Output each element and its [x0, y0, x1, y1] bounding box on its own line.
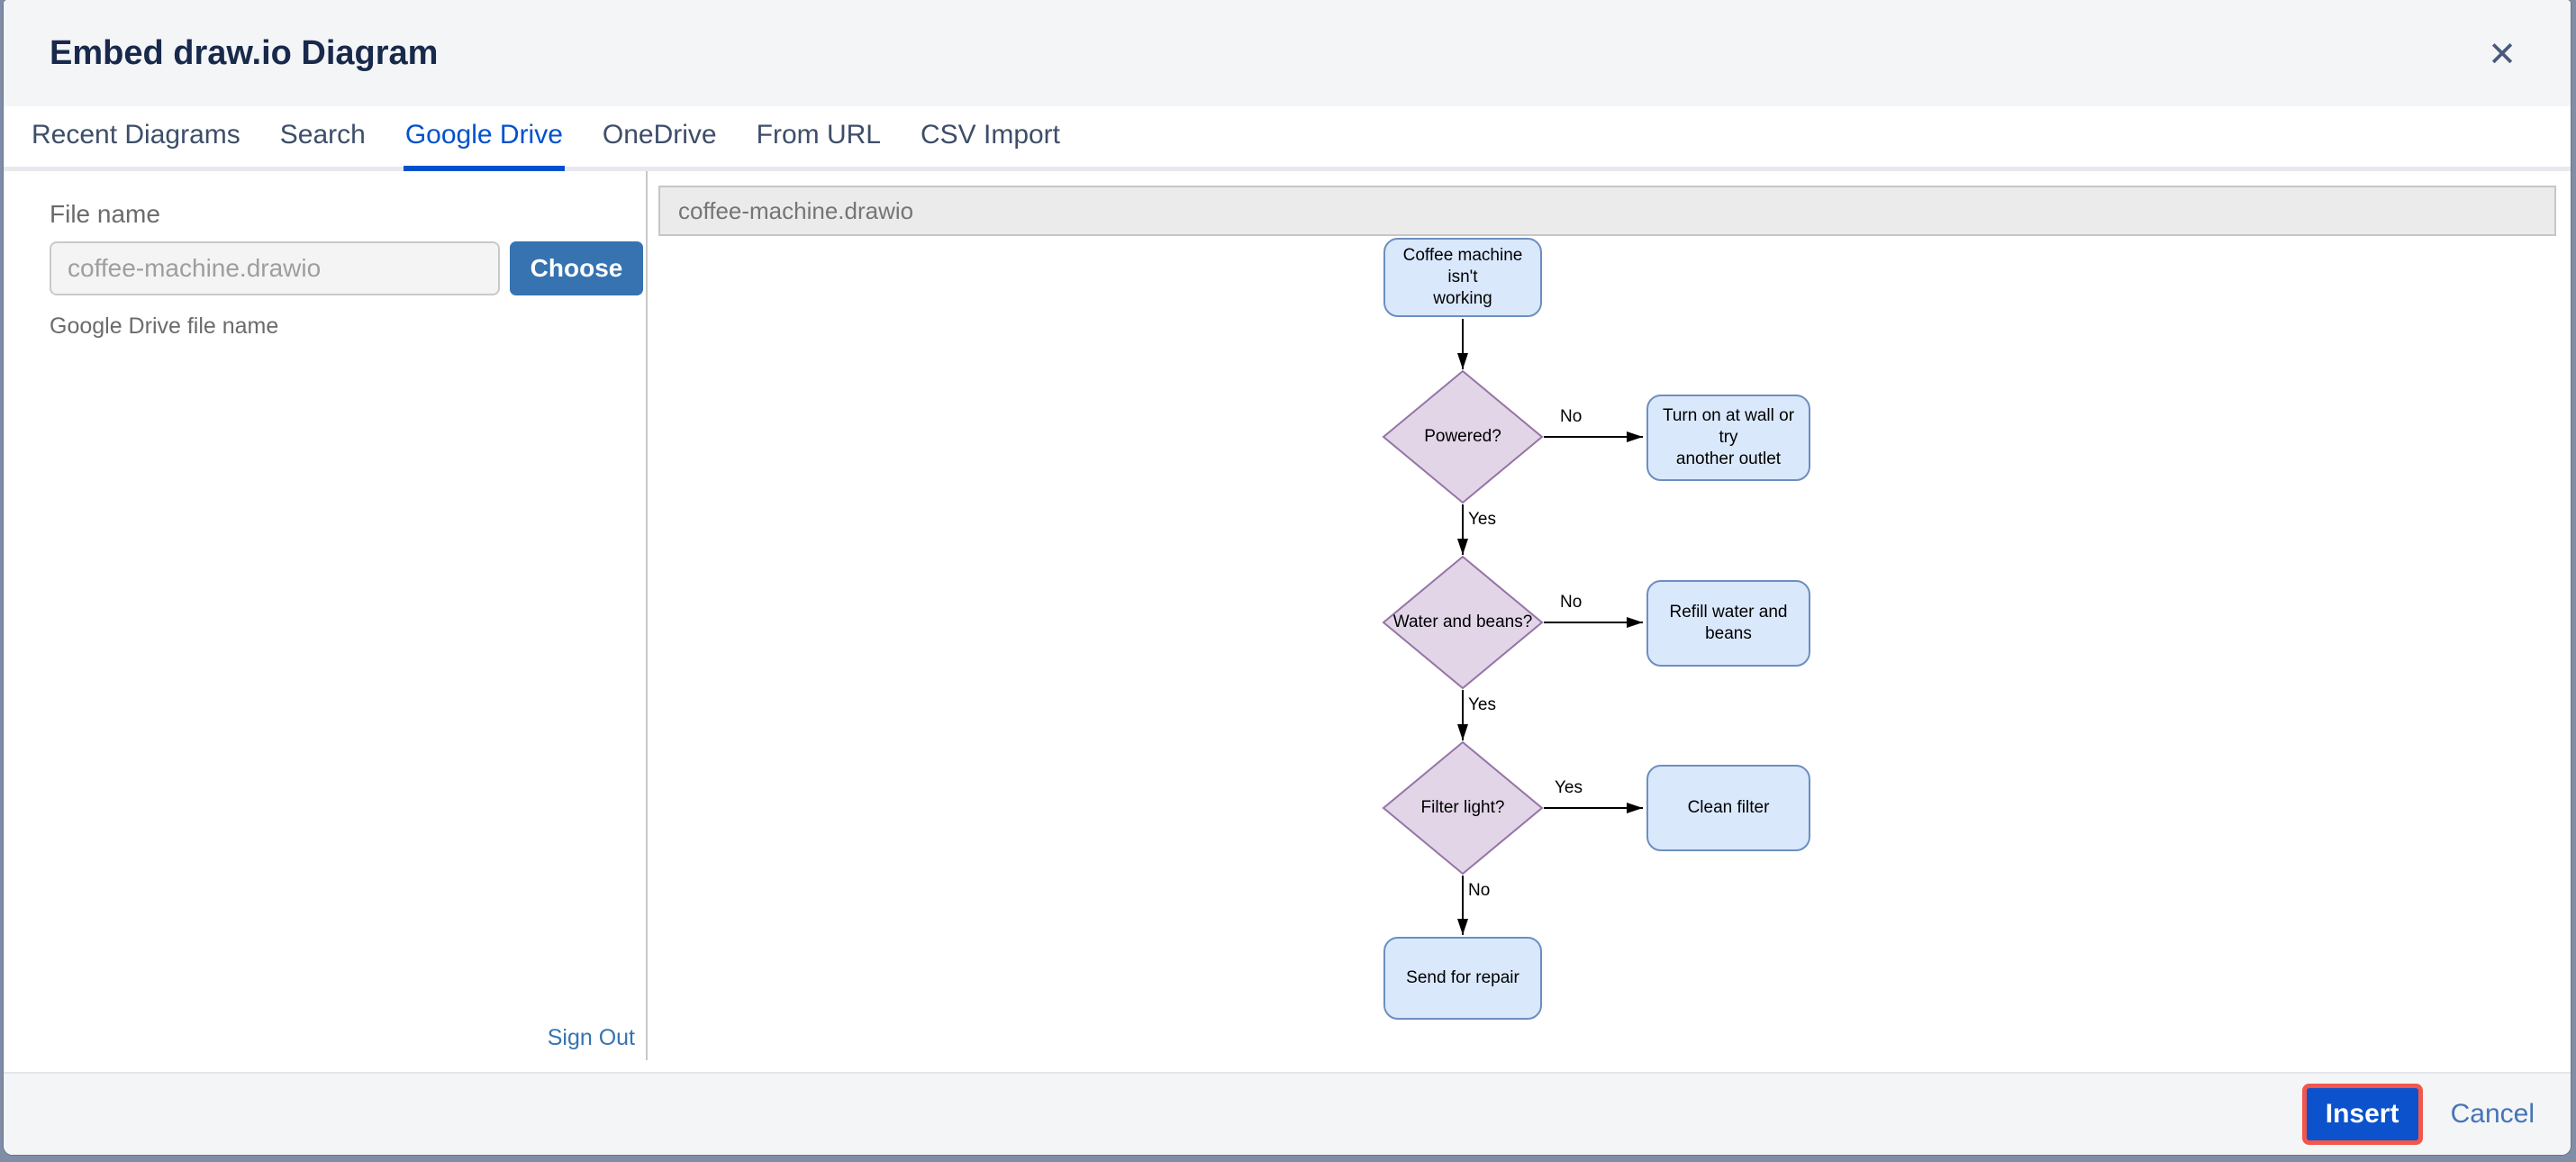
embed-diagram-dialog: Embed draw.io Diagram ✕ Recent Diagrams … [4, 0, 2571, 1155]
edge-label-filter-yes: Yes [1555, 778, 1583, 797]
tab-recent-diagrams[interactable]: Recent Diagrams [32, 120, 240, 150]
tab-search[interactable]: Search [279, 120, 366, 150]
flow-node-repair: Send for repair [1383, 937, 1542, 1020]
tab-from-url[interactable]: From URL [756, 120, 881, 150]
flow-decision-filter: Filter light? [1420, 798, 1505, 817]
dialog-tabbar: Recent Diagrams Search Google Drive OneD… [4, 106, 2571, 171]
panel-divider [646, 171, 648, 1060]
dialog-header: Embed draw.io Diagram ✕ [4, 0, 2571, 106]
dialog-footer: Insert Cancel [4, 1072, 2571, 1155]
close-icon[interactable]: ✕ [2477, 29, 2527, 79]
flow-node-start: Coffee machine isn't working [1383, 238, 1542, 317]
flowchart-connectors [1382, 319, 1643, 935]
tab-csv-import[interactable]: CSV Import [920, 120, 1061, 150]
edge-label-water-no: No [1560, 593, 1583, 612]
cancel-button[interactable]: Cancel [2450, 1099, 2535, 1129]
flow-decision-powered: Powered? [1424, 427, 1501, 446]
edge-label-powered-yes: Yes [1468, 510, 1496, 529]
flow-node-clean: Clean filter [1646, 765, 1810, 851]
sign-out-link[interactable]: Sign Out [547, 1025, 635, 1050]
preview-filename-bar: coffee-machine.drawio [658, 186, 2556, 236]
tab-onedrive[interactable]: OneDrive [602, 120, 717, 150]
dialog-title: Embed draw.io Diagram [50, 33, 439, 72]
insert-button[interactable]: Insert [2306, 1088, 2418, 1140]
choose-button[interactable]: Choose [510, 241, 643, 295]
edge-label-filter-no: No [1468, 881, 1491, 900]
flow-node-refill: Refill water and beans [1646, 580, 1810, 667]
edge-label-water-yes: Yes [1468, 695, 1496, 714]
flow-node-turn-on: Turn on at wall or try another outlet [1646, 395, 1810, 481]
file-name-label: File name [50, 200, 160, 228]
tab-google-drive[interactable]: Google Drive [403, 120, 565, 171]
flow-decision-water: Water and beans? [1392, 613, 1533, 631]
file-name-input[interactable] [50, 241, 500, 295]
edge-label-powered-no: No [1560, 407, 1583, 426]
file-name-hint: Google Drive file name [50, 313, 279, 339]
